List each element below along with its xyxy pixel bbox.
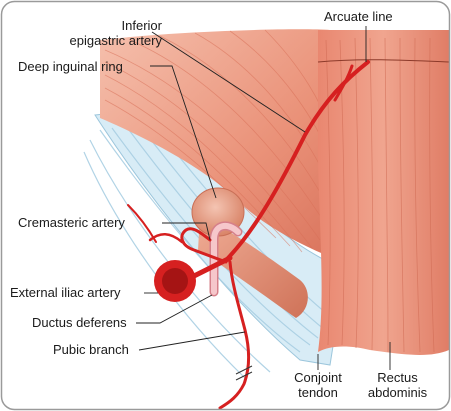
ductus-deferens-highlight (211, 222, 241, 295)
inferior-epigastric-branch (333, 64, 354, 102)
leader-lines (136, 26, 391, 370)
rectus-fibers (325, 37, 435, 353)
label-rectus-abdominis-line1: Rectus (377, 370, 418, 385)
label-ductus-deferens: Ductus deferens (32, 315, 127, 330)
leader-pubic-branch (138, 331, 246, 351)
cremasteric-branch (148, 233, 184, 244)
leader-deep-inguinal-ring (150, 65, 217, 199)
label-pubic-branch: Pubic branch (53, 342, 129, 357)
arcuate-line (317, 59, 450, 63)
label-deep-inguinal-ring: Deep inguinal ring (18, 59, 123, 74)
label-rectus-abdominis: Rectus abdominis (360, 370, 435, 400)
label-conjoint-tendon: Conjoint tendon (283, 370, 353, 400)
leader-ductus-deferens (136, 294, 213, 324)
cremasteric-twig (127, 204, 157, 243)
leader-cremasteric (162, 222, 211, 241)
leader-inferior-epigastric (151, 31, 306, 133)
cremasteric-artery (180, 227, 228, 264)
label-cremasteric-artery: Cremasteric artery (18, 215, 125, 230)
label-rectus-abdominis-line2: abdominis (367, 385, 428, 400)
rectus-abdominis-muscle (318, 30, 449, 355)
pubic-branch-cut-mark (235, 365, 253, 381)
label-external-iliac-artery: External iliac artery (10, 285, 121, 300)
spermatic-cord (198, 215, 308, 318)
label-arcuate-line: Arcuate line (324, 9, 393, 24)
pubic-branch-artery (218, 260, 251, 410)
external-iliac-connector (191, 255, 233, 279)
label-inferior-epigastric-artery-line2: epigastric artery (69, 33, 162, 48)
label-conjoint-tendon-line2: tendon (298, 385, 338, 400)
oblique-muscle (100, 29, 338, 260)
external-iliac-artery-lumen (162, 268, 188, 294)
label-inferior-epigastric-artery: Inferior epigastric artery (52, 18, 162, 48)
label-conjoint-tendon-line1: Conjoint (294, 370, 342, 385)
label-inferior-epigastric-artery-line1: Inferior (121, 18, 162, 33)
